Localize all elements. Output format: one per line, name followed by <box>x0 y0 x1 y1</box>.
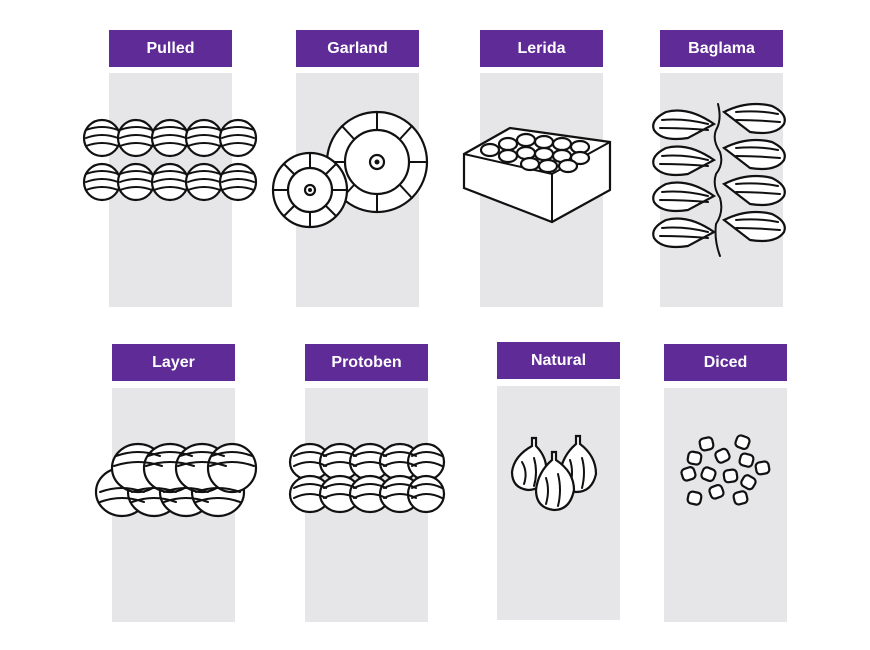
baglama-string-icon <box>652 102 786 257</box>
card-label: Layer <box>112 344 235 381</box>
card-label: Natural <box>497 342 620 379</box>
card-label: Lerida <box>480 30 603 67</box>
card-label: Diced <box>664 344 787 381</box>
diced-figs-icon <box>680 434 771 506</box>
pulled-figs-icon <box>82 118 258 202</box>
garland-figs-icon <box>271 110 429 229</box>
protoben-figs-icon <box>288 442 446 514</box>
card-label: Protoben <box>305 344 428 381</box>
card-label: Baglama <box>660 30 783 67</box>
layer-figs-icon <box>94 442 258 518</box>
lerida-box-icon <box>462 126 612 224</box>
natural-figs-icon <box>510 434 598 512</box>
panel-background <box>664 388 787 622</box>
card-label: Pulled <box>109 30 232 67</box>
card-label: Garland <box>296 30 419 67</box>
